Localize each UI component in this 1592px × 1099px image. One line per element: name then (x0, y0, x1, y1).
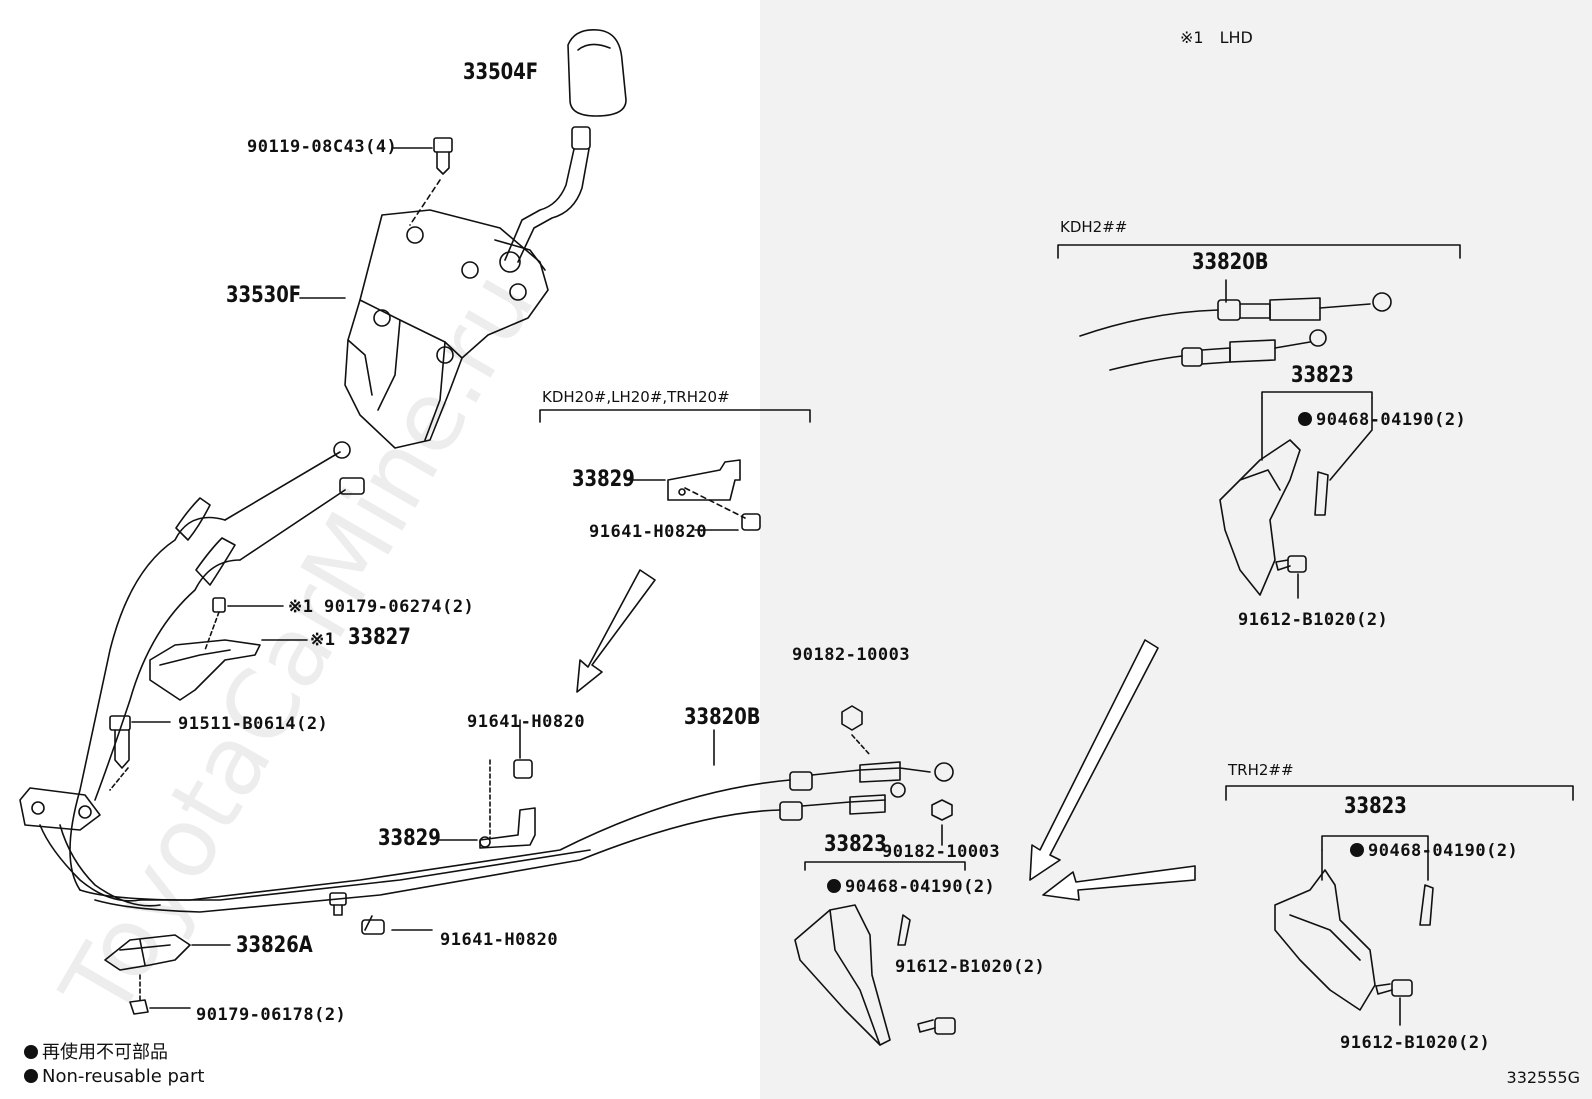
label-90182-top: 90182-10003 (792, 645, 911, 665)
nut-90182-drawing (841, 705, 953, 846)
legend-line-1: 再使用不可部品 (24, 1038, 168, 1064)
label-33826A: 33826A (236, 933, 313, 958)
header-note-lhd: ※1 LHD (1180, 28, 1253, 47)
label-90182-bottom: 90182-10003 (882, 842, 1001, 862)
shift-lever-drawing (504, 126, 591, 263)
label-91612-main: 91612-B1020(2) (895, 957, 1046, 977)
label-90468-trh-text: 90468-04190(2) (1368, 841, 1519, 861)
legend-text-en: Non-reusable part (42, 1066, 205, 1087)
right-panel-background (760, 0, 1592, 1099)
label-90179-06178: 90179-06178(2) (196, 1005, 347, 1025)
label-33823-main: 33823 (824, 832, 887, 857)
label-33827: 33827 (348, 625, 411, 650)
diagram-code: 332555G (1506, 1068, 1580, 1087)
label-90468-main-text: 90468-04190(2) (845, 877, 996, 897)
label-91641-top: 91641-H0820 (589, 522, 708, 542)
label-91641-mid: 91641-H0820 (467, 712, 586, 732)
label-91612-trh: 91612-B1020(2) (1340, 1033, 1491, 1053)
cable-main-drawing (79, 729, 954, 913)
bolt-91511-drawing (109, 715, 171, 791)
group-line-kdh2 (1057, 244, 1461, 599)
bolt-91641-lower-drawing (329, 892, 433, 935)
bracket-33829-top-drawing (627, 459, 761, 531)
label-91612-kdh: 91612-B1020(2) (1238, 610, 1389, 630)
clip-33827-drawing (149, 597, 308, 701)
group-label-kdh2: KDH2## (1060, 218, 1128, 236)
legend-dot-icon (24, 1069, 38, 1083)
label-90119: 90119-08C43(4) (247, 137, 398, 157)
label-33820B-kdh: 33820B (1192, 250, 1269, 275)
non-reusable-dot-icon (1298, 412, 1312, 426)
lever-housing-drawing (299, 209, 549, 449)
arrow-3-drawing (1042, 865, 1196, 901)
label-33530F: 33530F (226, 283, 302, 308)
bracket-33823-main-drawing (794, 861, 966, 1046)
legend-line-2: Non-reusable part (24, 1066, 204, 1087)
label-33820B-main: 33820B (684, 705, 761, 730)
group-label-kdh20: KDH20#,LH20#,TRH20# (542, 388, 730, 406)
label-90468-trh: 90468-04190(2) (1350, 841, 1518, 861)
label-33827-mark: ※1 (310, 630, 336, 650)
label-90468-kdh: 90468-04190(2) (1298, 410, 1466, 430)
label-33829-top: 33829 (572, 467, 635, 492)
legend-text-jp: 再使用不可部品 (42, 1042, 168, 1063)
label-33829-mid: 33829 (378, 826, 441, 851)
cable-left-drawing (69, 441, 365, 891)
label-90468-main: 90468-04190(2) (827, 877, 995, 897)
bracket-33829-mid-drawing (436, 719, 536, 849)
group-label-trh2: TRH2## (1228, 761, 1294, 779)
non-reusable-dot-icon (1350, 843, 1364, 857)
label-91641-bottom: 91641-H0820 (440, 930, 559, 950)
group-line-trh2 (1225, 785, 1574, 1026)
label-33823-trh: 33823 (1344, 794, 1407, 819)
label-90468-kdh-text: 90468-04190(2) (1316, 410, 1467, 430)
bolt-drawing (391, 137, 453, 226)
label-33823-kdh: 33823 (1291, 363, 1354, 388)
label-91511: 91511-B0614(2) (178, 714, 329, 734)
non-reusable-dot-icon (827, 879, 841, 893)
bracket-33826A-drawing (104, 934, 231, 1015)
group-line-kdh20 (539, 409, 811, 423)
label-90179-mark: ※1 (288, 597, 314, 617)
legend-dot-icon (24, 1045, 38, 1059)
shift-knob-drawing (567, 28, 627, 117)
arrow-1-drawing (576, 569, 656, 693)
label-33504F: 33504F (463, 60, 539, 85)
cable-base-bracket-drawing (19, 787, 161, 907)
arrow-2-drawing (1029, 639, 1159, 881)
label-90179-06274: 90179-06274(2) (324, 597, 475, 617)
